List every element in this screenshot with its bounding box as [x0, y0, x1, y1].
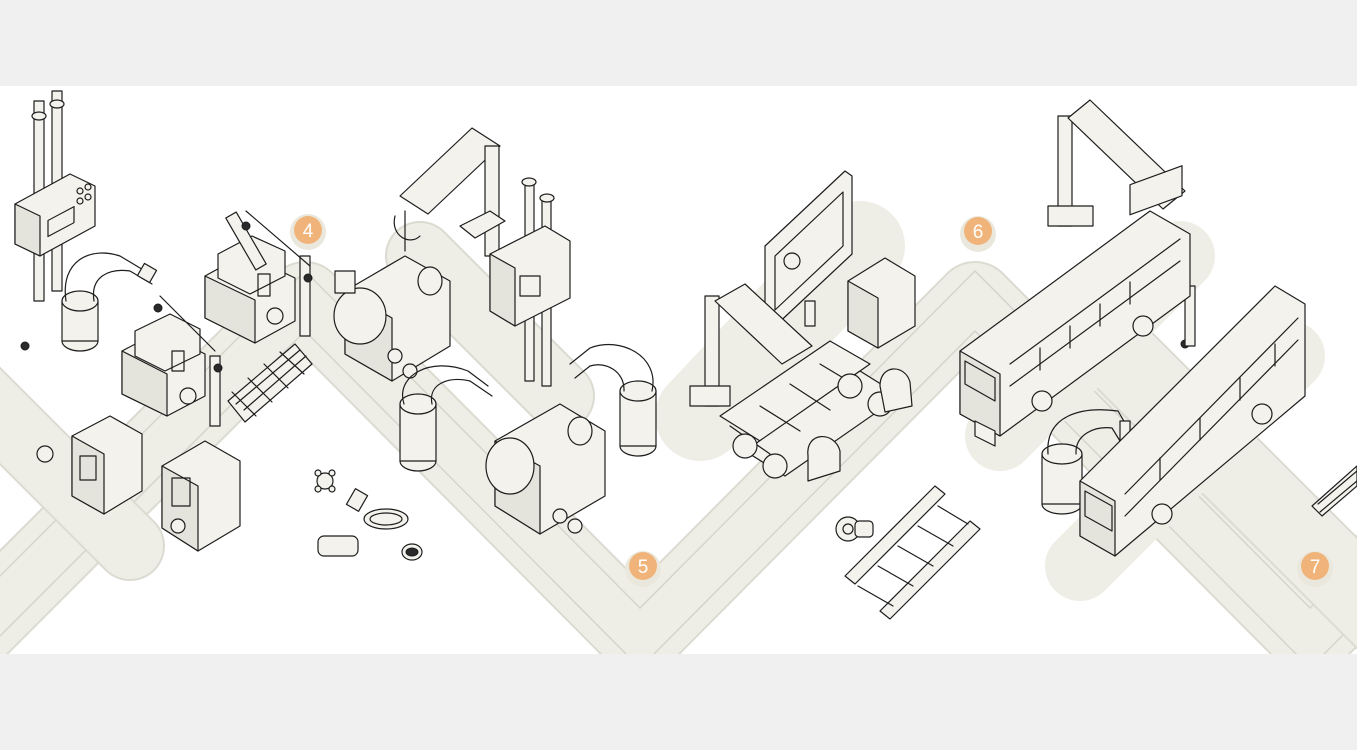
ladder-frame-icon — [844, 485, 981, 620]
top-band — [0, 0, 1357, 86]
step-label-6: 6 — [973, 222, 984, 243]
truck-cab-icon — [121, 313, 206, 417]
step-badge-5[interactable]: 5 — [625, 551, 661, 587]
engine-icon — [485, 403, 606, 535]
step-badge-4[interactable]: 4 — [290, 214, 326, 250]
parts-icon — [835, 516, 874, 542]
parts-icon — [314, 469, 423, 561]
assembly-line-svg: 4 — [0, 90, 1357, 654]
ladder-frame-icon — [1311, 465, 1357, 517]
bottom-band — [0, 654, 1357, 750]
truck-cab-icon — [36, 415, 143, 515]
step-badge-7[interactable]: 7 — [1297, 551, 1333, 587]
truck-cab-icon — [204, 235, 296, 344]
truck-chassis-icon — [719, 257, 916, 482]
gantry-crane-icon — [689, 283, 813, 407]
robot-arm-icon — [1041, 409, 1131, 515]
control-panel-icon — [489, 177, 571, 387]
step-label-4: 4 — [303, 221, 314, 242]
robot-arm-icon — [569, 343, 657, 457]
gantry-crane-icon — [393, 127, 506, 257]
bus-icon — [959, 210, 1191, 447]
keyboard-icon — [227, 343, 313, 423]
step-badge-6[interactable]: 6 — [960, 216, 996, 252]
robot-arm-icon — [399, 365, 493, 472]
robot-arm-icon — [61, 252, 158, 352]
engine-icon — [333, 255, 451, 382]
gantry-crane-icon — [20, 210, 313, 427]
step-label-5: 5 — [638, 557, 649, 578]
truck-cab-icon — [161, 440, 241, 552]
monitor-icon — [764, 170, 853, 330]
bus-icon — [1079, 285, 1306, 557]
step-label-7: 7 — [1310, 557, 1321, 578]
gantry-crane-icon — [1047, 99, 1196, 349]
assembly-line-illustration: 4 — [0, 86, 1357, 654]
control-panel-icon — [14, 90, 96, 302]
